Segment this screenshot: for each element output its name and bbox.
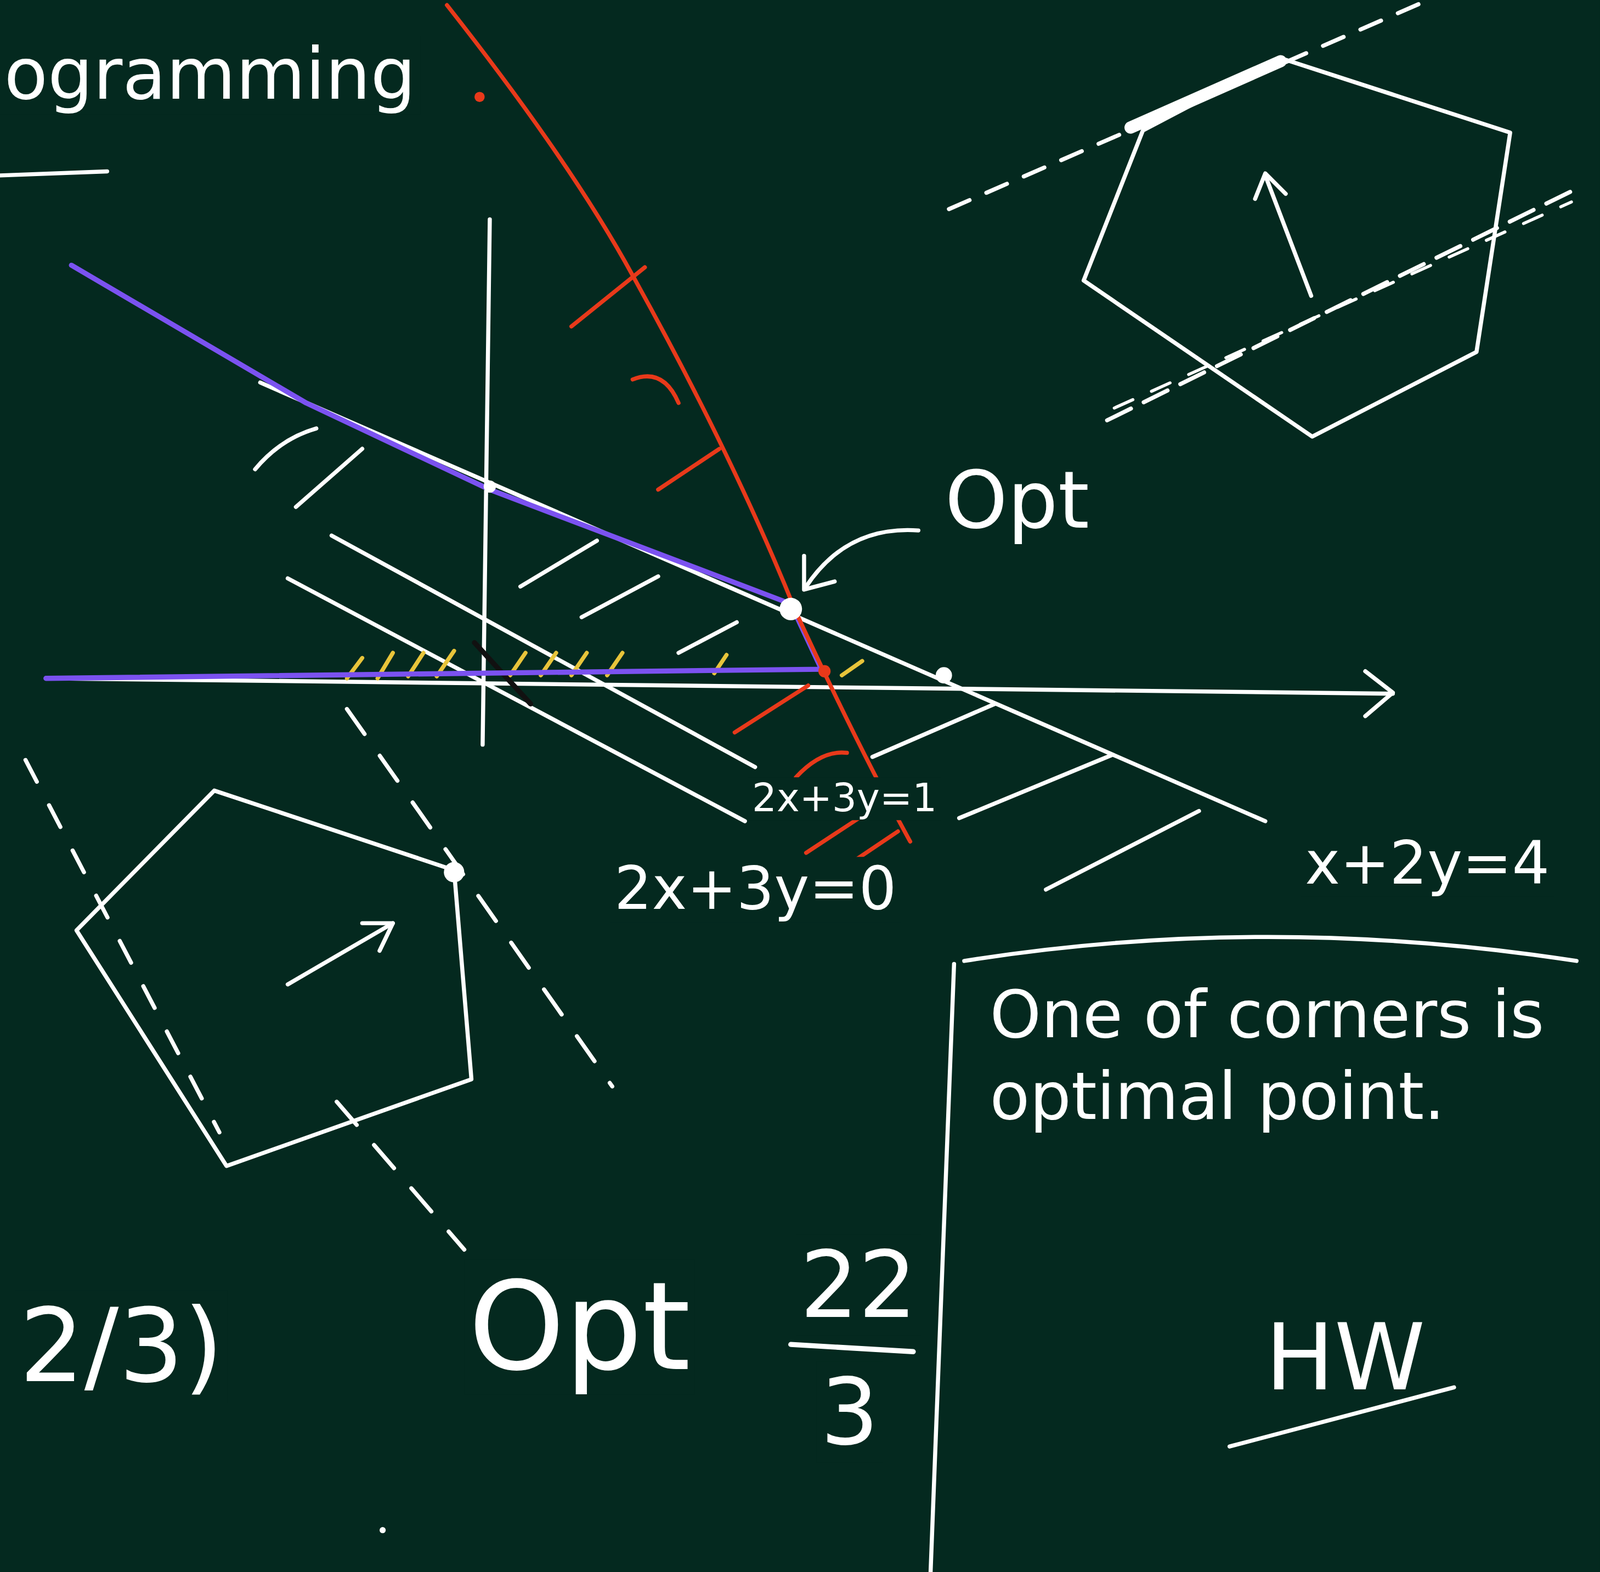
value-fragment: 2/3) (15, 1290, 228, 1404)
title-fragment: ogramming (0, 35, 421, 115)
note-box: One of corners is optimal point. HW (959, 974, 1582, 1566)
optimum-label: Opt (464, 1259, 695, 1395)
homework-mark: HW (1265, 1300, 1426, 1416)
line-label: 2x+3y=1 (748, 777, 942, 821)
fraction-number: 22 (795, 1234, 921, 1336)
line-label: 2x+3y=0 (609, 856, 901, 923)
note-text: One of corners is optimal point. (959, 974, 1582, 1138)
line-label: x+2y=4 (1301, 831, 1554, 897)
optimum-label: Opt (940, 456, 1094, 545)
fraction-number: 3 (816, 1361, 883, 1463)
